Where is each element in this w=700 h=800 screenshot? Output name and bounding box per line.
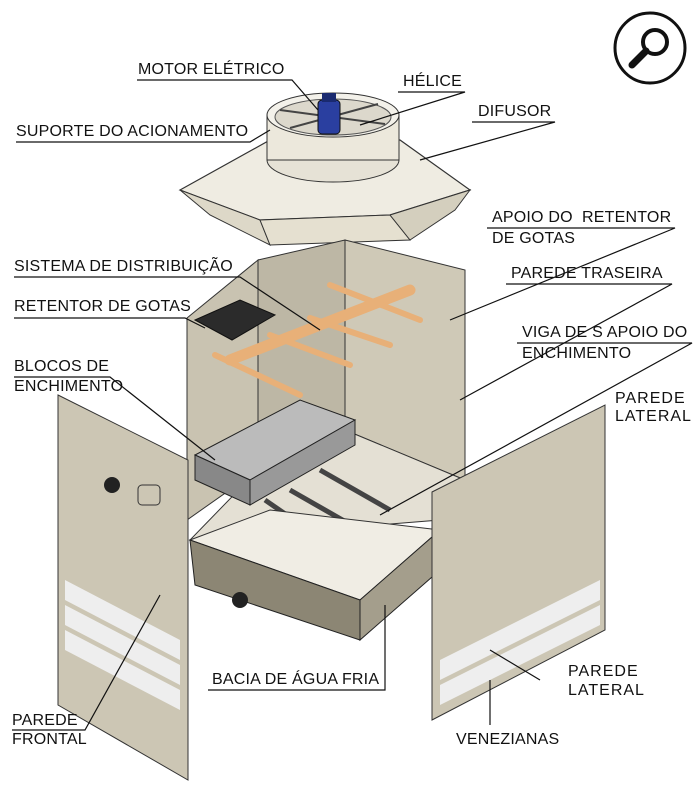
label-venezianas: VENEZIANAS	[456, 731, 560, 748]
zoom-button[interactable]	[612, 10, 688, 86]
label-sistema-distribuicao: SISTEMA DE DISTRIBUIÇÃO	[14, 258, 233, 275]
label-viga-1: VIGA DE S APOIO DO	[522, 324, 688, 341]
label-parede-lateral-top-1: PAREDE	[615, 390, 686, 407]
label-motor-eletrico: MOTOR ELÉTRICO	[138, 61, 285, 78]
label-helice: HÉLICE	[403, 73, 462, 90]
front-wall	[57, 394, 189, 781]
label-blocos-1: BLOCOS DE	[14, 358, 110, 375]
label-apoio-retentor-1: APOIO DO RETENTOR	[492, 209, 672, 226]
label-retentor-gotas: RETENTOR DE GOTAS	[14, 298, 192, 315]
label-parede-lateral-bot-1: PAREDE	[568, 663, 639, 680]
label-parede-frontal-2: FRONTAL	[12, 731, 87, 748]
label-parede-lateral-bot-2: LATERAL	[568, 682, 645, 699]
fan-ring	[266, 92, 400, 183]
label-blocos-2: ENCHIMENTO	[14, 378, 124, 395]
label-suporte-acionamento: SUPORTE DO ACIONAMENTO	[16, 123, 249, 140]
label-bacia: BACIA DE ÁGUA FRIA	[212, 671, 380, 688]
label-parede-lateral-top-2: LATERAL	[615, 408, 692, 425]
label-parede-frontal-1: PAREDE	[12, 712, 78, 729]
label-parede-traseira: PAREDE TRASEIRA	[511, 265, 663, 282]
magnifier-icon	[613, 11, 687, 85]
side-wall	[431, 404, 606, 721]
label-difusor: DIFUSOR	[478, 103, 552, 120]
tower-body	[186, 239, 466, 642]
label-viga-2: ENCHIMENTO	[522, 345, 632, 362]
label-apoio-retentor-2: DE GOTAS	[492, 230, 576, 247]
leader-lines	[12, 79, 693, 731]
